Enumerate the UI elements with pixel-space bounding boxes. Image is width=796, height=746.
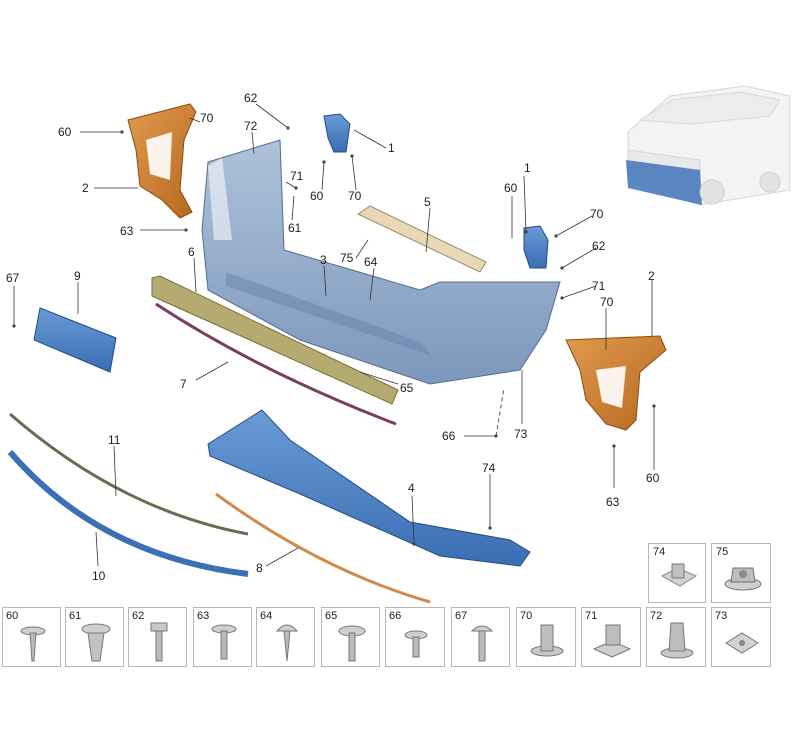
callout-71: 71 bbox=[592, 279, 606, 293]
fastener-box-60: 60 bbox=[2, 607, 61, 667]
fastener-number: 74 bbox=[653, 546, 666, 558]
callout-2: 2 bbox=[648, 269, 655, 283]
leader-lines bbox=[13, 103, 655, 567]
callout-62: 62 bbox=[244, 91, 258, 105]
callout-60: 60 bbox=[646, 471, 660, 485]
callout-60: 60 bbox=[504, 181, 518, 195]
callout-64: 64 bbox=[364, 255, 378, 269]
right-mounting-bracket bbox=[565, 335, 667, 431]
fastener-box-75: 75 bbox=[711, 543, 771, 603]
vehicle-thumbnail bbox=[626, 85, 791, 206]
plastic-nut-icon bbox=[530, 624, 564, 657]
callout-63: 63 bbox=[120, 224, 134, 238]
spring-clip-icon bbox=[725, 632, 759, 654]
callout-73: 73 bbox=[514, 427, 528, 441]
callout-4: 4 bbox=[408, 481, 415, 495]
trim-strip-upper bbox=[9, 412, 249, 536]
fastener-box-71: 71 bbox=[581, 607, 641, 667]
fastener-box-73: 73 bbox=[711, 607, 771, 667]
callout-10: 10 bbox=[92, 569, 106, 583]
callout-71: 71 bbox=[290, 169, 304, 183]
callout-5: 5 bbox=[424, 195, 431, 209]
fastener-box-64: 64 bbox=[256, 607, 315, 667]
fastener-number: 66 bbox=[389, 610, 402, 622]
long-screw-icon bbox=[470, 625, 494, 662]
callout-2: 2 bbox=[82, 181, 89, 195]
callout-67: 67 bbox=[6, 271, 20, 285]
expansion-nut-icon bbox=[660, 622, 694, 659]
callout-65: 65 bbox=[400, 381, 414, 395]
callout-labels: 60 2 63 70 62 72 71 61 60 70 1 5 75 64 3… bbox=[6, 91, 660, 583]
clip-nut-square-icon bbox=[592, 624, 632, 658]
fastener-number: 65 bbox=[325, 610, 338, 622]
callout-63: 63 bbox=[606, 495, 620, 509]
fastener-box-74: 74 bbox=[648, 543, 706, 603]
callout-60: 60 bbox=[310, 189, 324, 203]
callout-1: 1 bbox=[524, 161, 531, 175]
callout-70: 70 bbox=[200, 111, 214, 125]
fastener-box-70: 70 bbox=[516, 607, 576, 667]
callout-3: 3 bbox=[320, 253, 327, 267]
impact-beam bbox=[151, 275, 399, 405]
fastener-box-67: 67 bbox=[451, 607, 510, 667]
callout-61: 61 bbox=[288, 221, 302, 235]
fastener-number: 73 bbox=[715, 610, 728, 622]
callout-1: 1 bbox=[388, 141, 395, 155]
fastener-box-62: 62 bbox=[128, 607, 187, 667]
callout-62: 62 bbox=[592, 239, 606, 253]
callout-70: 70 bbox=[348, 189, 362, 203]
fastener-box-65: 65 bbox=[321, 607, 380, 667]
fastener-number: 72 bbox=[650, 610, 663, 622]
callout-70: 70 bbox=[590, 207, 604, 221]
callout-7: 7 bbox=[180, 377, 187, 391]
clip-nut-icon bbox=[660, 563, 698, 587]
fastener-number: 62 bbox=[132, 610, 145, 622]
lower-spoiler bbox=[207, 409, 531, 567]
fastener-number: 60 bbox=[6, 610, 19, 622]
callout-75: 75 bbox=[340, 251, 354, 265]
pan-head-screw-icon bbox=[275, 624, 299, 662]
callout-66: 66 bbox=[442, 429, 456, 443]
trim-strip-orange bbox=[215, 492, 431, 604]
callout-9: 9 bbox=[74, 269, 81, 283]
callout-70: 70 bbox=[600, 295, 614, 309]
small-bracket-right bbox=[523, 225, 549, 269]
fastener-dots bbox=[12, 126, 656, 546]
license-plate-bracket bbox=[33, 307, 117, 373]
callout-72: 72 bbox=[244, 119, 258, 133]
fastener-number: 71 bbox=[585, 610, 598, 622]
callout-60: 60 bbox=[58, 125, 72, 139]
callout-6: 6 bbox=[188, 245, 195, 259]
fastener-number: 64 bbox=[260, 610, 273, 622]
center-reinforcement bbox=[356, 205, 487, 273]
fastener-box-72: 72 bbox=[646, 607, 706, 667]
bumper-cover bbox=[201, 139, 561, 385]
fastener-box-63: 63 bbox=[193, 607, 252, 667]
callout-8: 8 bbox=[256, 561, 263, 575]
flange-nut-icon bbox=[724, 567, 762, 591]
flange-screw-icon bbox=[338, 625, 366, 662]
small-bracket-upper bbox=[323, 113, 351, 153]
fastener-number: 75 bbox=[716, 546, 729, 558]
hex-bolt-icon bbox=[150, 622, 168, 662]
push-rivet-icon bbox=[81, 623, 111, 662]
fastener-number: 63 bbox=[197, 610, 210, 622]
fastener-number: 61 bbox=[69, 610, 82, 622]
fastener-number: 67 bbox=[455, 610, 468, 622]
fastener-number: 70 bbox=[520, 610, 533, 622]
lower-trim-strip bbox=[155, 302, 397, 426]
trim-strip-lower bbox=[7, 450, 249, 577]
left-mounting-bracket bbox=[127, 103, 197, 219]
screw-with-washer-icon bbox=[20, 626, 46, 662]
short-screw-icon bbox=[404, 630, 428, 658]
tapping-screw-icon bbox=[211, 624, 237, 660]
callout-11: 11 bbox=[108, 433, 121, 447]
fastener-box-66: 66 bbox=[385, 607, 445, 667]
fastener-box-61: 61 bbox=[65, 607, 124, 667]
callout-74: 74 bbox=[482, 461, 496, 475]
